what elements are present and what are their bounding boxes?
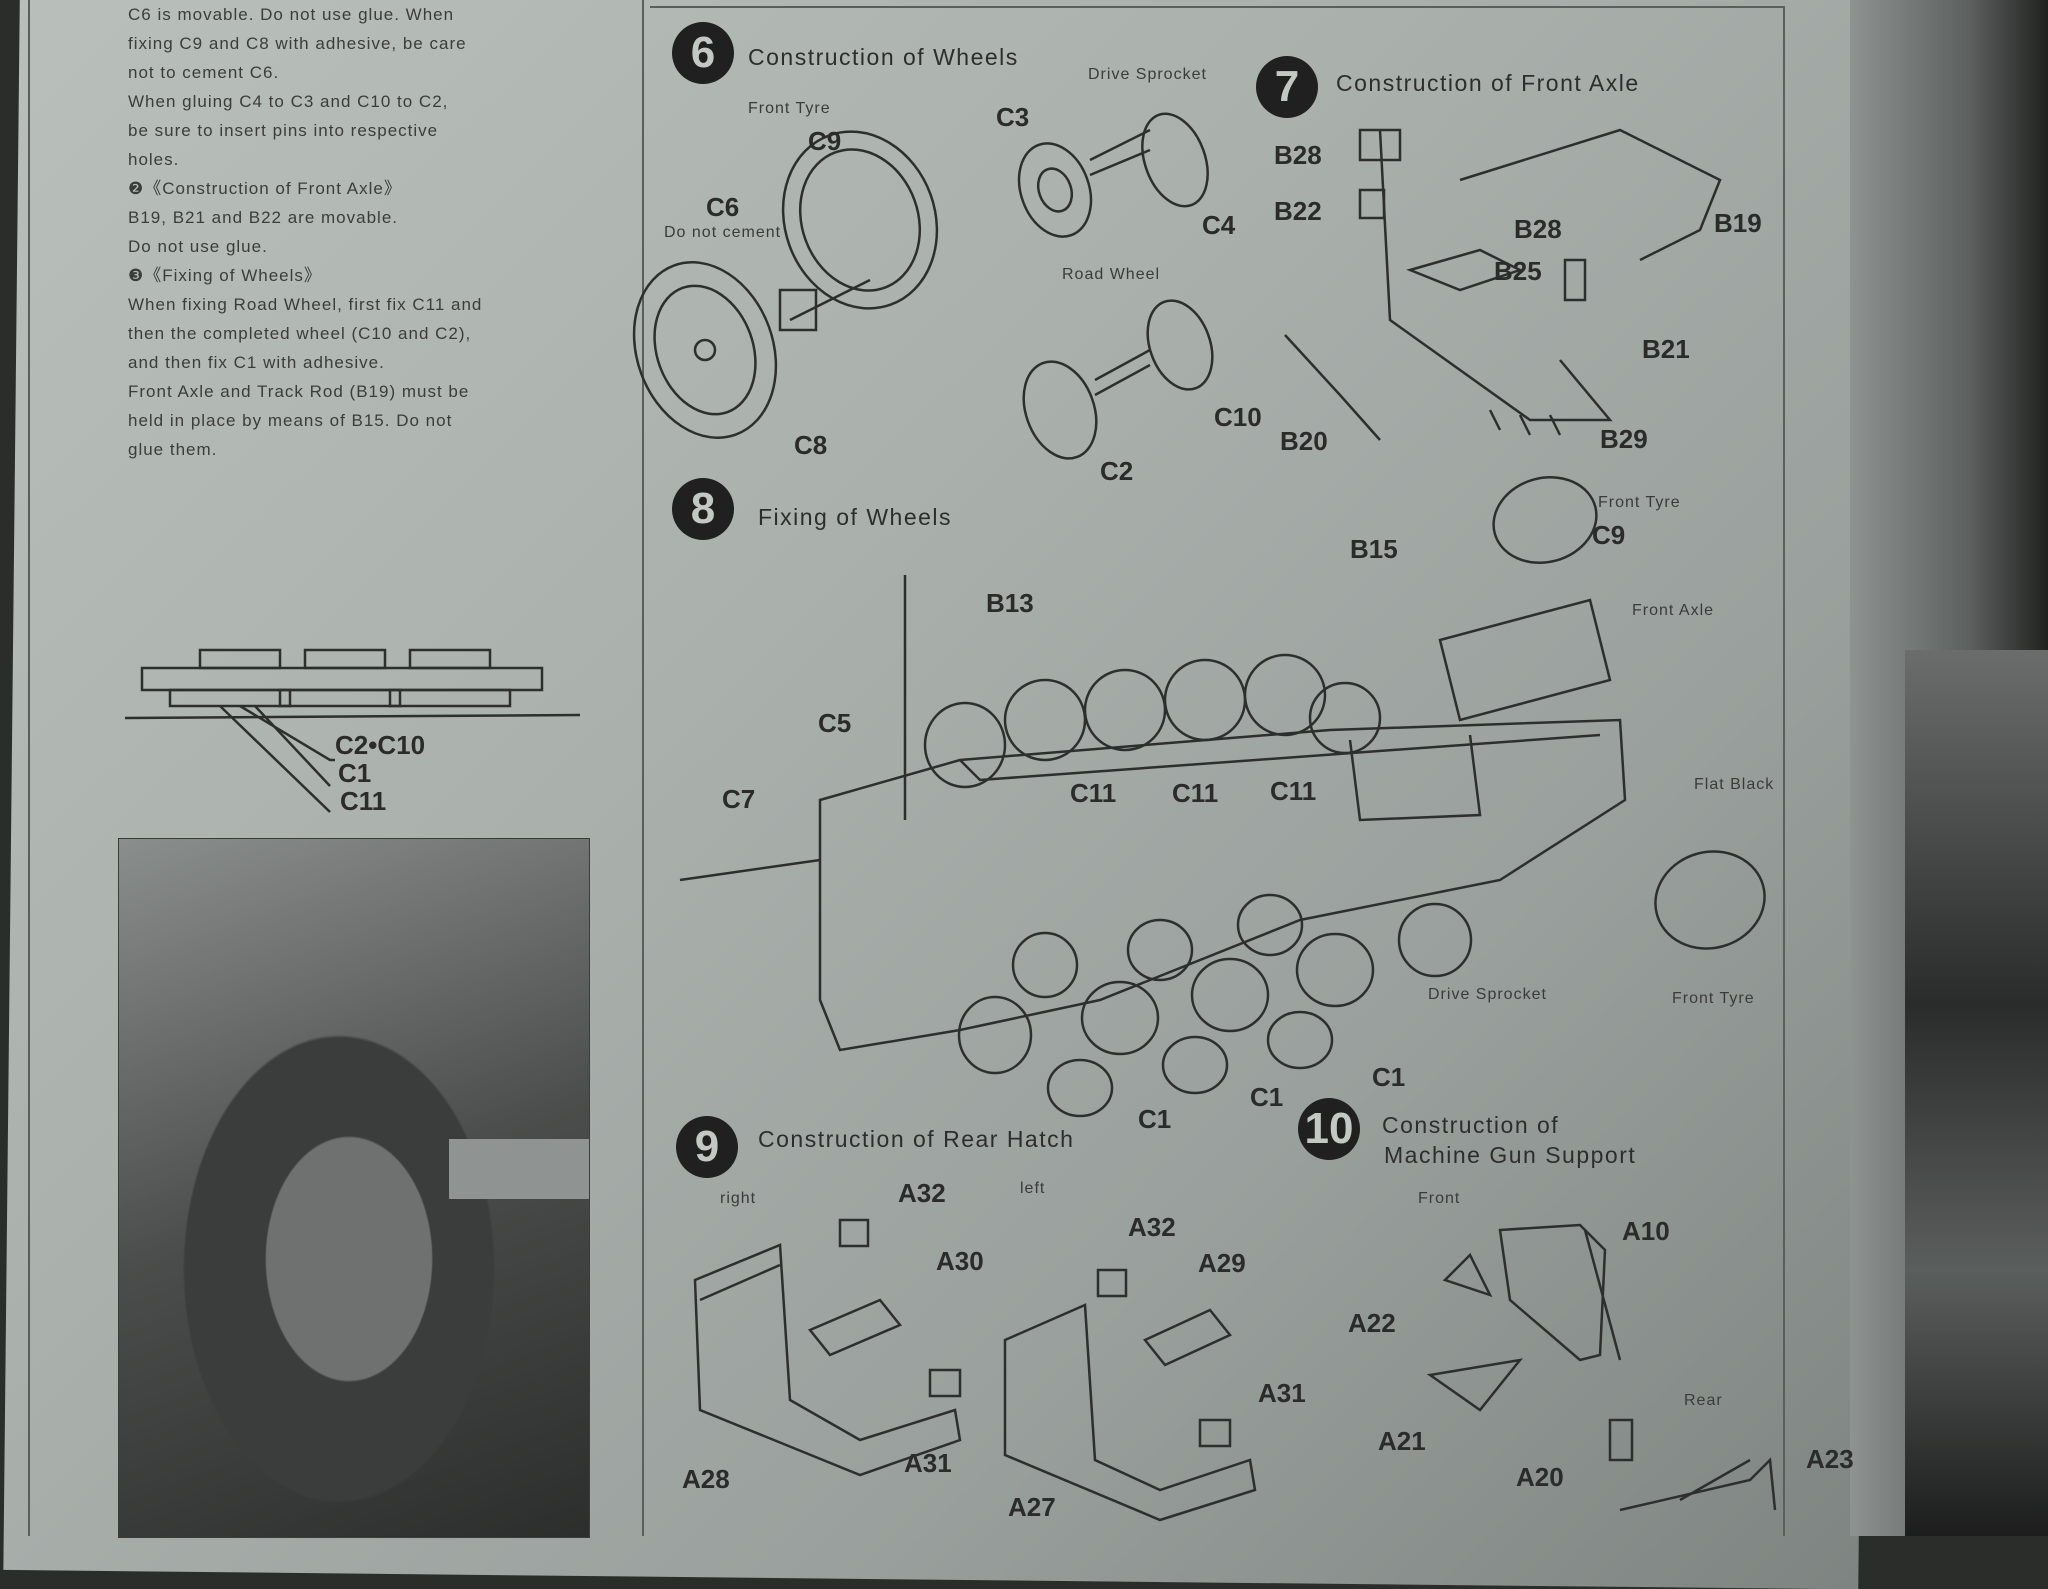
label-b28-top: B28 [1274, 140, 1322, 170]
note-do-not-cement: Do not cement [664, 224, 782, 241]
step10-number: 10 [1298, 1098, 1360, 1160]
step7-diagram [1284, 128, 1722, 441]
note-line: and then fix C1 with adhesive. [128, 353, 385, 372]
note-front-axle: Front Axle [1632, 602, 1715, 619]
label-b21: B21 [1642, 334, 1690, 364]
assembly-line-art [0, 0, 2048, 1536]
note-line: be sure to insert pins into respective [128, 121, 439, 140]
note-line: ❷《Construction of Front Axle》 [128, 179, 402, 198]
note-line: ❸《Fixing of Wheels》 [128, 266, 322, 285]
label-a28: A28 [682, 1464, 730, 1494]
label-c1-right: C1 [1372, 1062, 1406, 1092]
label-c9-step8: C9 [1592, 520, 1626, 550]
column-divider [642, 0, 644, 1536]
label-b29: B29 [1600, 424, 1648, 454]
assembly-notes: C6 is movable. Do not use glue. When fix… [128, 0, 598, 460]
label-c11-b: C11 [1172, 778, 1219, 808]
note-left: left [1020, 1180, 1046, 1197]
label-c11: C11 [340, 786, 387, 816]
note-line: When fixing Road Wheel, first fix C11 an… [128, 295, 483, 314]
note-line: not to cement C6. [128, 63, 280, 82]
note-line: glue them. [128, 440, 218, 459]
label-a31-left: A31 [1258, 1378, 1306, 1408]
label-a29: A29 [1198, 1248, 1246, 1278]
adjacent-page-photo [1905, 650, 2048, 1536]
label-c1: C1 [338, 758, 372, 788]
label-c10: C10 [1214, 402, 1262, 432]
step7-number: 7 [1256, 56, 1318, 118]
label-a23: A23 [1806, 1444, 1854, 1474]
label-c4: C4 [1202, 210, 1236, 240]
note-line: Do not use glue. [128, 237, 268, 256]
label-a20: A20 [1516, 1462, 1564, 1492]
label-a30: A30 [936, 1246, 984, 1276]
label-c1-middle: C1 [1250, 1082, 1284, 1112]
label-a32-left: A32 [1128, 1212, 1176, 1242]
label-b13: B13 [986, 588, 1034, 618]
step8-diagram [679, 476, 1766, 1118]
label-b22: B22 [1274, 196, 1322, 226]
step10-diagram [1426, 1223, 1777, 1512]
label-c5: C5 [818, 708, 852, 738]
step9-number: 9 [676, 1116, 738, 1178]
note-line: fixing C9 and C8 with adhesive, be care [128, 34, 467, 53]
wheel-stack-diagram [124, 648, 581, 813]
step8-number: 8 [672, 478, 734, 540]
label-b15: B15 [1350, 534, 1398, 564]
label-b20: B20 [1280, 426, 1328, 456]
note-front-tyre-top: Front Tyre [1598, 494, 1681, 511]
note-line: then the completed wheel (C10 and C2), [128, 324, 472, 343]
label-c1-left: C1 [1138, 1104, 1172, 1134]
note-line: holes. [128, 150, 180, 169]
step6-diagram [632, 112, 1214, 460]
step10-title-line1: Construction of [1382, 1112, 1560, 1138]
step8-title: Fixing of Wheels [758, 504, 953, 530]
note-line: B19, B21 and B22 are movable. [128, 208, 398, 227]
top-frame-rule [650, 6, 1785, 8]
step10-title-line2: Machine Gun Support [1384, 1142, 1637, 1168]
note-front-tyre-bottom: Front Tyre [1672, 990, 1755, 1007]
label-a32-right: A32 [898, 1178, 946, 1208]
label-c11-c: C11 [1270, 776, 1317, 806]
label-a21: A21 [1378, 1426, 1426, 1456]
label-a22: A22 [1348, 1308, 1396, 1338]
note-drive-sprocket: Drive Sprocket [1088, 66, 1207, 83]
note-front: Front [1418, 1190, 1461, 1207]
step9-diagram [693, 1218, 1257, 1522]
label-c3: C3 [996, 102, 1030, 132]
note-front-tyre: Front Tyre [748, 100, 831, 117]
reference-photo [118, 838, 590, 1538]
note-flat-black: Flat Black [1694, 776, 1775, 793]
label-c7: C7 [722, 784, 756, 814]
label-c2: C2 [1100, 456, 1134, 486]
left-margin-rule [28, 0, 30, 1536]
label-c6: C6 [706, 192, 740, 222]
step6-number: 6 [672, 22, 734, 84]
note-road-wheel: Road Wheel [1062, 266, 1161, 283]
note-line: Front Axle and Track Rod (B19) must be [128, 382, 470, 401]
label-b19: B19 [1714, 208, 1762, 238]
note-line: held in place by means of B15. Do not [128, 411, 453, 430]
note-drive-sprocket-step8: Drive Sprocket [1428, 986, 1547, 1003]
label-a10: A10 [1622, 1216, 1670, 1246]
label-b28-mid: B28 [1514, 214, 1562, 244]
label-c11-a: C11 [1070, 778, 1117, 808]
step6-title: Construction of Wheels [748, 44, 1019, 70]
right-frame-rule [1783, 6, 1785, 1536]
step9-title: Construction of Rear Hatch [758, 1126, 1075, 1152]
label-b25: B25 [1494, 256, 1542, 286]
note-rear: Rear [1684, 1392, 1723, 1409]
note-right: right [720, 1190, 757, 1207]
note-line: When gluing C4 to C3 and C10 to C2, [128, 92, 449, 111]
label-a31-right: A31 [904, 1448, 952, 1478]
label-c8: C8 [794, 430, 828, 460]
step7-title: Construction of Front Axle [1336, 70, 1640, 96]
label-c9: C9 [808, 126, 842, 156]
note-line: C6 is movable. Do not use glue. When [128, 5, 455, 24]
label-c2-c10: C2•C10 [335, 730, 426, 760]
label-a27: A27 [1008, 1492, 1056, 1522]
